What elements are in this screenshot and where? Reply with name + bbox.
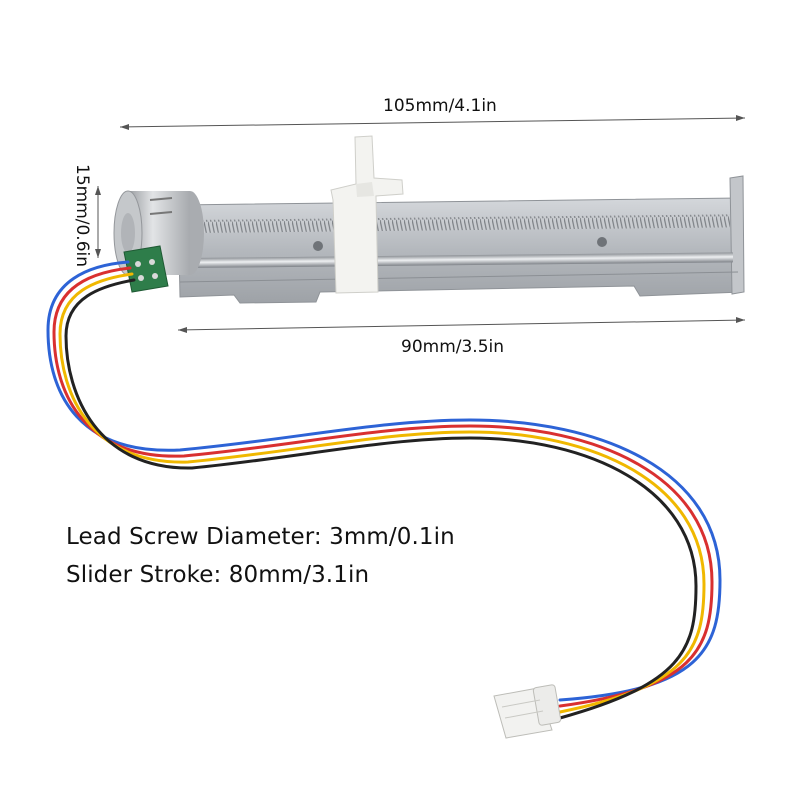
guide-rod bbox=[198, 252, 733, 268]
overall-length-dimension bbox=[119, 115, 746, 130]
stepper-motor-icon bbox=[113, 190, 204, 276]
mounting-hole bbox=[313, 241, 323, 251]
motor-diameter-label: 15mm/0.6in bbox=[72, 164, 92, 268]
rail-length-dimension bbox=[177, 317, 746, 333]
lead-screw bbox=[200, 214, 730, 233]
rail-length-label: 90mm/3.5in bbox=[401, 337, 505, 357]
overall-length-label: 105mm/4.1in bbox=[383, 96, 497, 116]
jst-connector-icon bbox=[493, 684, 562, 739]
slider-carriage bbox=[330, 135, 404, 294]
motor-diameter-dimension bbox=[95, 186, 101, 258]
mounting-hole bbox=[597, 237, 607, 247]
slide-bracket bbox=[177, 175, 745, 304]
cable-bundle bbox=[46, 260, 722, 720]
slider-stroke-spec: Slider Stroke: 80mm/3.1in bbox=[66, 562, 370, 588]
lead-screw-spec: Lead Screw Diameter: 3mm/0.1in bbox=[66, 524, 455, 550]
